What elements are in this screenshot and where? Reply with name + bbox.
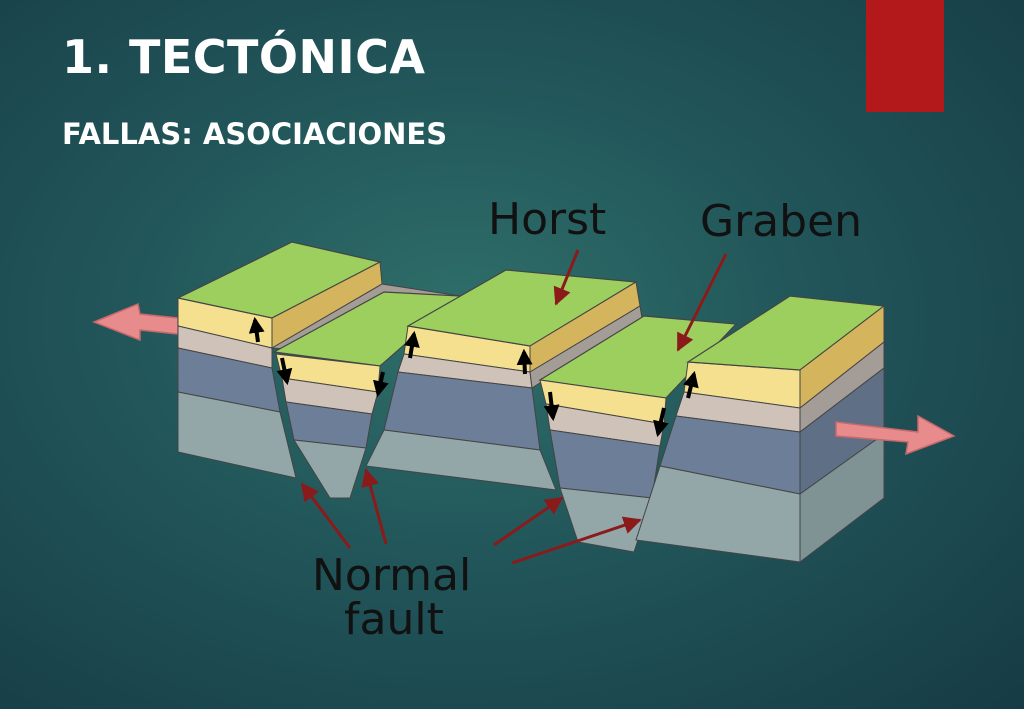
block-left-horst: [176, 241, 383, 479]
label-pointer-arrows: [300, 249, 728, 565]
horst-label: Horst: [488, 194, 606, 245]
slide-title: 1. TECTÓNICA: [62, 30, 426, 84]
extension-arrow-right: [835, 414, 956, 456]
block-central-horst: [365, 269, 643, 491]
fault-slip-arrows: [248, 316, 699, 438]
block-graben-1: [270, 283, 462, 499]
graben-label: Graben: [700, 196, 862, 247]
normal-fault-label-line1: Normal: [312, 550, 471, 601]
accent-bar: [866, 0, 944, 112]
slide-subtitle: FALLAS: ASOCIACIONES: [62, 117, 448, 151]
extension-arrow-left: [91, 302, 179, 342]
normal-fault-label-line2: fault: [344, 594, 444, 645]
